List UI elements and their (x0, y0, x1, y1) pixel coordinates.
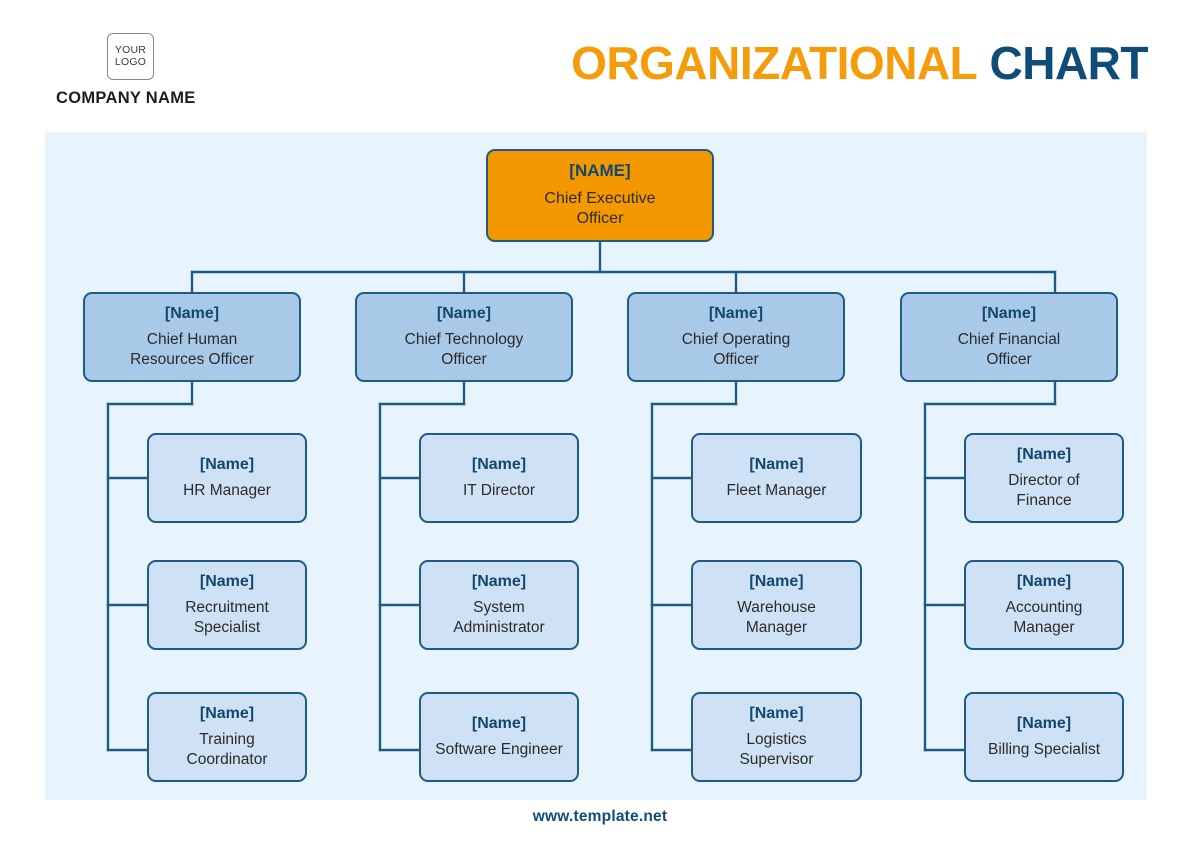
org-node-software-engineer[interactable]: [Name] Software Engineer (419, 692, 579, 782)
org-node-role: Accounting Manager (1005, 599, 1083, 637)
logo-line-2: LOGO (114, 55, 147, 68)
org-node-name: [Name] (471, 455, 527, 473)
org-node-role: Billing Specialist (988, 741, 1100, 759)
org-node-cto[interactable]: [Name] Chief Technology Officer (355, 292, 573, 382)
your-logo-placeholder-icon: YOUR LOGO (107, 33, 154, 80)
org-node-name: [Name] (749, 705, 804, 723)
org-node-name: [Name] (981, 305, 1037, 323)
org-node-hr-manager[interactable]: [Name] HR Manager (147, 433, 307, 523)
org-node-name: [Name] (471, 714, 527, 732)
org-node-recruitment-specialist[interactable]: [Name] Recruitment Specialist (147, 560, 307, 650)
org-node-name: [Name] (164, 305, 220, 323)
org-node-name: [Name] (1016, 446, 1072, 464)
org-node-name: [Name] (1016, 573, 1072, 591)
org-node-role: Fleet Manager (726, 482, 827, 500)
org-node-role: Software Engineer (435, 741, 563, 759)
logo-line-1: YOUR (114, 44, 147, 57)
org-node-role: Recruitment Specialist (185, 599, 269, 637)
org-node-it-director[interactable]: [Name] IT Director (419, 433, 579, 523)
org-node-name: [Name] (1016, 714, 1072, 732)
org-node-name: [Name] (199, 573, 255, 591)
brand-group: YOUR LOGO COMPANY NAME (56, 33, 276, 108)
org-node-director-of-finance[interactable]: [Name] Director of Finance (964, 433, 1124, 523)
org-node-name: [Name] (471, 573, 527, 591)
page-title: ORGANIZATIONAL CHART (571, 36, 1148, 90)
org-node-role: Chief Financial Officer (957, 331, 1061, 369)
org-node-role: Chief Operating Officer (681, 331, 791, 369)
page-title-word-chart: CHART (989, 37, 1149, 89)
org-node-name: [Name] (708, 305, 764, 323)
org-node-name: [Name] (436, 305, 492, 323)
org-node-system-administrator[interactable]: [Name] System Administrator (419, 560, 579, 650)
org-node-fleet-manager[interactable]: [Name] Fleet Manager (691, 433, 862, 523)
org-node-cfo[interactable]: [Name] Chief Financial Officer (900, 292, 1118, 382)
org-node-name: [Name] (749, 455, 804, 473)
org-node-name: [Name] (199, 455, 255, 473)
org-node-coo[interactable]: [Name] Chief Operating Officer (627, 292, 845, 382)
page-header: YOUR LOGO COMPANY NAME ORGANIZATIONAL CH… (0, 0, 1200, 132)
org-node-training-coordinator[interactable]: [Name] Training Coordinator (147, 692, 307, 782)
company-name: COMPANY NAME (56, 89, 196, 107)
page-title-word-organizational: ORGANIZATIONAL (571, 37, 978, 89)
org-node-logistics-supervisor[interactable]: [Name] Logistics Supervisor (691, 692, 862, 782)
org-node-role: Chief Technology Officer (404, 331, 524, 369)
connector-lines (106, 240, 1057, 752)
org-node-role: HR Manager (183, 482, 271, 500)
org-node-name: [Name] (749, 573, 804, 591)
org-node-role: Chief Human Resources Officer (130, 331, 254, 369)
org-node-role: Training Coordinator (186, 731, 268, 769)
org-node-role: Director of Finance (1008, 472, 1080, 510)
org-node-ceo[interactable]: [NAME] Chief Executive Officer (486, 149, 714, 242)
org-node-role: Chief Executive Officer (544, 189, 656, 228)
org-node-role: IT Director (462, 482, 536, 500)
org-node-name: [Name] (199, 705, 255, 723)
org-node-chro[interactable]: [Name] Chief Human Resources Officer (83, 292, 301, 382)
org-node-role: System Administrator (453, 599, 545, 637)
org-chart-panel: [NAME] Chief Executive Officer [Name] Ch… (45, 132, 1147, 800)
org-node-role: Logistics Supervisor (739, 731, 814, 769)
footer-url[interactable]: www.template.net (532, 808, 668, 825)
org-node-role: Warehouse Manager (737, 599, 816, 637)
org-node-warehouse-manager[interactable]: [Name] Warehouse Manager (691, 560, 862, 650)
org-node-billing-specialist[interactable]: [Name] Billing Specialist (964, 692, 1124, 782)
org-node-accounting-manager[interactable]: [Name] Accounting Manager (964, 560, 1124, 650)
org-node-name: [NAME] (569, 161, 631, 181)
